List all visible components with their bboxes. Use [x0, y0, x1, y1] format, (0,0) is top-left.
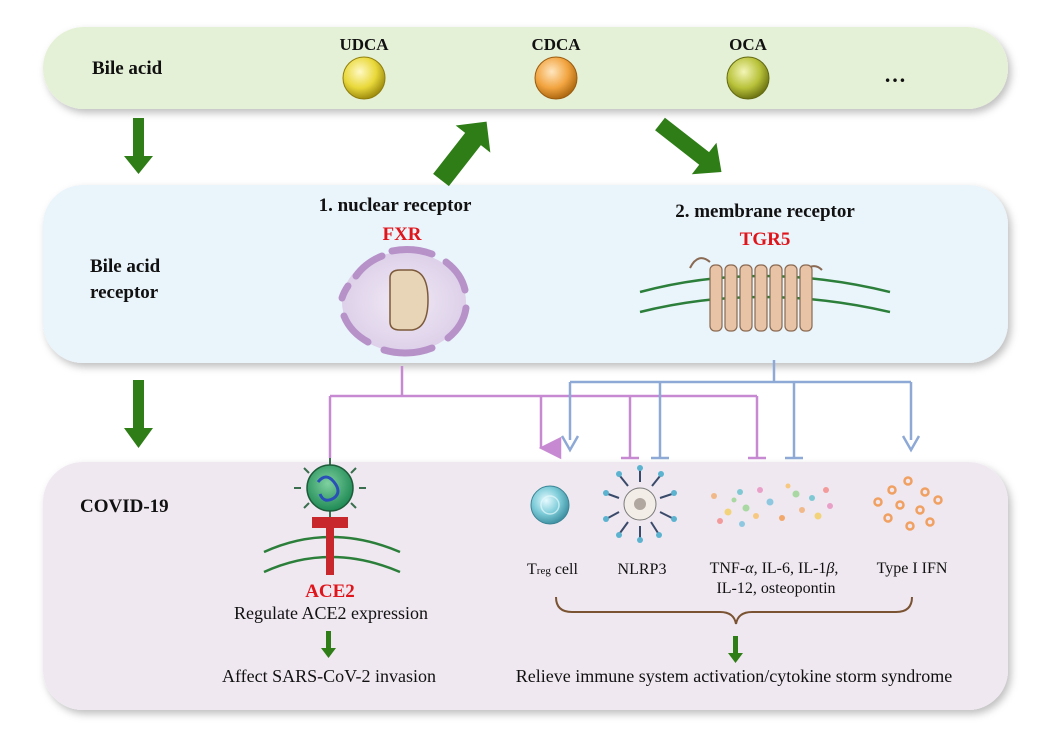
ace2-invasion-text: Affect SARS-CoV-2 invasion	[222, 666, 436, 686]
arrow-to-fxr	[433, 121, 491, 187]
membrane-receptor-title: 2. membrane receptor	[675, 201, 855, 222]
sars-cov-2-virus-icon	[294, 458, 366, 517]
arrow-down-1	[124, 118, 153, 174]
treg-cell-icon	[530, 485, 570, 525]
nuclear-receptor-title: 1. nuclear receptor	[319, 195, 472, 216]
treg-nucleus-icon	[540, 495, 560, 515]
tgr5-membrane-icon	[639, 257, 891, 332]
green-arrows	[124, 117, 743, 663]
nlrp3-inflammasome-icon	[603, 465, 677, 543]
covid-panel	[43, 462, 1008, 710]
fxr-nucleus-icon	[338, 246, 470, 357]
oca-label: OCA	[729, 35, 768, 54]
tgr5-label: TGR5	[740, 229, 791, 250]
ace2-receptor-icon	[263, 517, 401, 575]
fxr-label: FXR	[382, 224, 421, 245]
oca-ball	[726, 56, 770, 100]
arrow-down-2	[124, 380, 153, 448]
outcome-text: Relieve immune system activation/cytokin…	[516, 666, 952, 686]
nlrp3-label: NLRP3	[618, 561, 667, 578]
cytokines-label-line2: IL-12, osteopontin	[716, 580, 835, 597]
tgr5-pathway-lines	[560, 360, 921, 460]
arrow-to-tgr5	[655, 117, 722, 175]
bile-acid-panel	[43, 27, 1008, 109]
udca-ball	[342, 56, 386, 100]
fxr-pathway-lines	[328, 366, 766, 460]
type-i-ifn-particles-icon	[873, 476, 943, 531]
ace2-label: ACE2	[305, 581, 355, 602]
receptor-label-line1: Bile acid	[90, 256, 161, 277]
grouping-brace	[555, 596, 913, 625]
bile-acid-label: Bile acid	[92, 58, 163, 79]
type-i-ifn-label: Type I IFN	[877, 560, 948, 577]
more-ellipsis: …	[884, 62, 906, 87]
receptor-panel	[43, 185, 1008, 363]
receptor-label-line2: receptor	[90, 282, 159, 303]
udca-label: UDCA	[339, 35, 389, 54]
cytokines-label-line1: TNF-α, IL-6, IL-1β,	[710, 560, 839, 577]
treg-label: Treg cell	[527, 561, 578, 578]
ace2-regulate-text: Regulate ACE2 expression	[234, 603, 428, 623]
arrow-small-ace2	[321, 631, 336, 658]
covid-label: COVID-19	[80, 496, 169, 517]
arrow-small-outcome	[728, 636, 743, 663]
cdca-ball	[534, 56, 578, 100]
cdca-label: CDCA	[531, 35, 581, 54]
cytokine-particles-icon	[711, 483, 833, 527]
